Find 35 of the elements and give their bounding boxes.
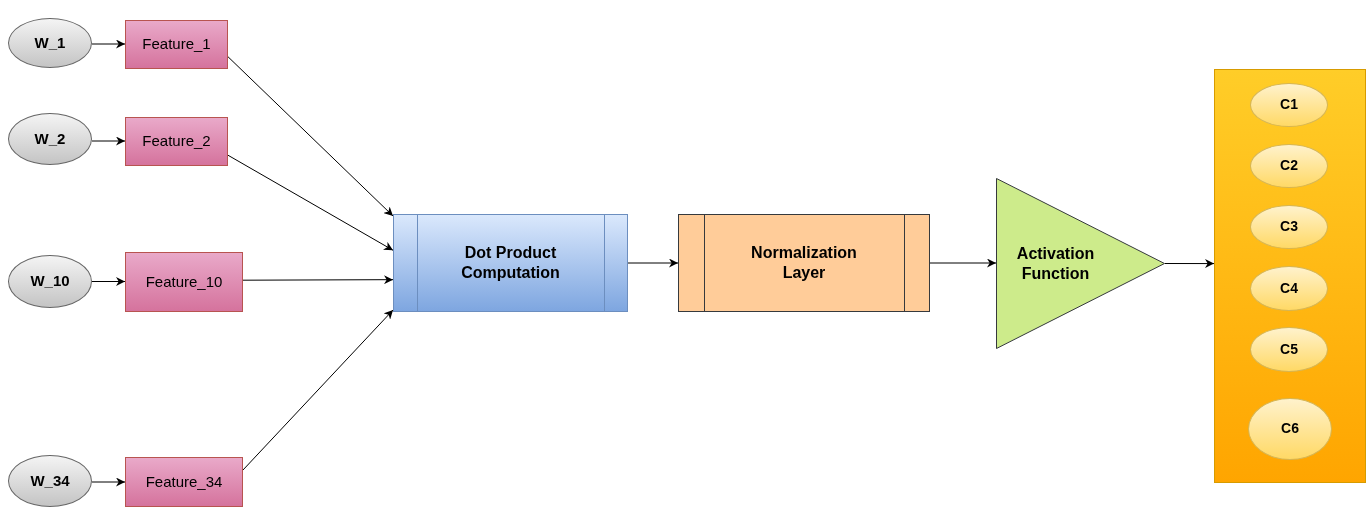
arrow	[627, 258, 679, 268]
node-label: C1	[1280, 96, 1298, 114]
node-label: C2	[1280, 157, 1298, 175]
node-label: W_1	[34, 33, 66, 53]
feature-box	[125, 117, 228, 166]
arrow	[91, 39, 126, 49]
arrow	[91, 136, 126, 146]
arrow	[1164, 259, 1215, 269]
process-box	[678, 214, 930, 312]
node-label: Feature_10	[145, 272, 223, 292]
node-label: W_10	[30, 272, 70, 291]
feature-box	[125, 457, 243, 507]
arrow	[227, 56, 394, 217]
arrow	[929, 258, 997, 268]
arrow	[227, 154, 394, 251]
arrow	[242, 275, 394, 285]
node-label: Feature_2	[142, 132, 211, 151]
node-label: Feature_1	[142, 35, 211, 54]
node-label: Dot Product Computation	[460, 243, 561, 283]
node-label: C4	[1280, 279, 1298, 298]
node-label: Activation Function	[1015, 243, 1096, 284]
node-label: C6	[1281, 420, 1299, 438]
node-label: W_2	[34, 129, 66, 149]
node-label: W_34	[30, 471, 70, 491]
node-label: C3	[1280, 218, 1298, 236]
arrow	[91, 477, 126, 487]
arrow	[91, 277, 126, 286]
node-label: Feature_34	[145, 472, 223, 492]
node-label: C5	[1280, 340, 1298, 359]
class-container	[1214, 69, 1366, 483]
feature-box	[125, 252, 243, 312]
feature-box	[125, 20, 228, 69]
process-box	[393, 214, 628, 312]
arrow	[242, 309, 394, 471]
node-label: Normalization Layer	[750, 243, 858, 283]
